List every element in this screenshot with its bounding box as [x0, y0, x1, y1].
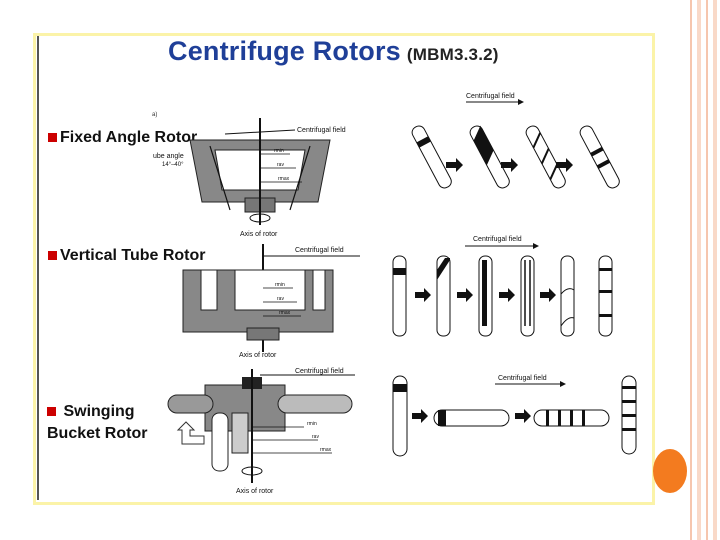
- field-label: Centrifugal field: [498, 375, 547, 382]
- rotor-hub: [246, 327, 280, 341]
- left-rule: [37, 36, 39, 500]
- spindle: [241, 466, 263, 476]
- tube-5: [560, 255, 575, 337]
- right-bucket-lower: [231, 412, 249, 454]
- tube-4: [579, 125, 620, 189]
- title-ref: (MBM3.3.2): [406, 45, 499, 64]
- bullet-icon: [48, 133, 57, 142]
- rmin-label: rmin: [274, 148, 284, 154]
- label-vertical-tube-text: Vertical Tube Rotor: [60, 247, 206, 264]
- tube-4: [520, 255, 535, 337]
- border-stripe-1: [690, 0, 692, 540]
- tube-right: [289, 145, 311, 211]
- tube-slot-right: [312, 269, 326, 311]
- border-stripe-2: [697, 0, 701, 540]
- swing-arrow-icon: [176, 421, 205, 445]
- rav-label: rav: [277, 162, 284, 168]
- tube-2: [436, 255, 451, 337]
- arrow-icon: [540, 288, 556, 302]
- fixed-angle-tubes: Centrifugal field: [411, 93, 620, 189]
- label-swinging-text-2: Bucket Rotor: [47, 425, 148, 442]
- angle-range-label: 14°–40°: [162, 162, 184, 168]
- arrow-icon: [515, 409, 531, 423]
- tube-slot-center: [234, 269, 306, 311]
- tube-1: [411, 125, 452, 189]
- note-a: a): [152, 112, 157, 118]
- rav-label: rav: [312, 434, 319, 440]
- spindle: [249, 213, 271, 223]
- field-label: Centrifugal field: [466, 93, 515, 100]
- tube-left: [209, 145, 231, 211]
- bullet-icon: [48, 251, 57, 260]
- tube-3: [533, 409, 610, 427]
- fixed-angle-rotor-diagram: a) Centrifugal field ube angle 14°–40° r…: [152, 112, 346, 238]
- arrow-icon: [457, 288, 473, 302]
- tube-6: [598, 255, 613, 337]
- right-arm: [277, 394, 353, 414]
- arrow-icon: [556, 158, 573, 172]
- tube-1: [392, 255, 407, 337]
- accent-circle: [653, 449, 687, 493]
- swinging-bucket-tubes: Centrifugal field: [392, 375, 637, 457]
- tube-3: [478, 255, 493, 337]
- rmax-label: rmax: [278, 176, 290, 182]
- rav-label: rav: [277, 296, 284, 302]
- label-swinging-text-1: Swinging: [63, 403, 135, 420]
- arrow-icon: [501, 158, 518, 172]
- field-arrow: [224, 129, 296, 135]
- arrow-icon: [415, 288, 431, 302]
- arrow-icon: [412, 409, 428, 423]
- tube-angle-label: ube angle: [153, 153, 184, 160]
- label-fixed-angle: Fixed Angle Rotor: [48, 129, 197, 147]
- rmax-label: rmax: [279, 310, 291, 316]
- arrow-icon: [446, 158, 463, 172]
- field-label: Centrifugal field: [295, 247, 344, 254]
- vertical-tube-rotor-diagram: Centrifugal field rmin rav rmax Axis of …: [182, 244, 360, 359]
- field-label: Centrifugal field: [295, 368, 344, 375]
- border-stripe-4: [713, 0, 717, 540]
- axis-label: Axis of rotor: [239, 352, 277, 359]
- field-label: Centrifugal field: [473, 236, 522, 243]
- label-fixed-angle-text: Fixed Angle Rotor: [60, 129, 198, 146]
- tube-3: [525, 125, 566, 189]
- slide-title: Centrifuge Rotors (MBM3.3.2): [168, 36, 499, 67]
- left-arm: [167, 394, 214, 414]
- tube-slot-left: [200, 269, 218, 311]
- label-swinging-bucket: Swinging Bucket Rotor: [47, 401, 147, 445]
- arrow-icon: [499, 288, 515, 302]
- label-vertical-tube: Vertical Tube Rotor: [48, 247, 206, 265]
- bullet-icon: [47, 407, 56, 416]
- rmin-label: rmin: [275, 282, 285, 288]
- tube-2: [433, 409, 510, 427]
- title-text: Centrifuge Rotors: [168, 36, 401, 66]
- rmin-label: rmin: [307, 421, 317, 427]
- tube-4: [621, 375, 637, 455]
- axis-label: Axis of rotor: [236, 488, 274, 495]
- swinging-bucket-rotor-diagram: Centrifugal field rmin rav rmax Axis of …: [167, 368, 355, 495]
- tube-1: [392, 375, 408, 457]
- left-bucket: [211, 412, 229, 472]
- field-label: Centrifugal field: [297, 127, 346, 134]
- axis-label: Axis of rotor: [240, 231, 278, 238]
- vertical-tubes: Centrifugal field: [392, 236, 613, 337]
- border-stripe-3: [706, 0, 708, 540]
- rmax-label: rmax: [320, 447, 332, 453]
- tube-2: [469, 125, 510, 189]
